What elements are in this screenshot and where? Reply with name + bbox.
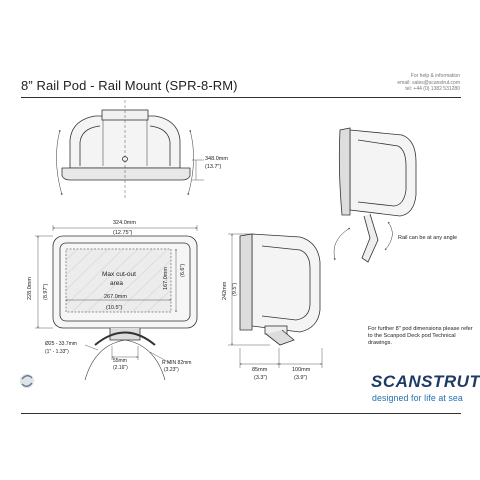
cutout-label-line1: Max cut-out [102,271,136,278]
contact-line-email: email: sales@scanstrut.com [397,79,460,86]
rmin-inch-label: (3.23") [164,367,179,373]
side-depth-b-label: 100mm [292,367,311,373]
rail-diameter-inch-label: (1" - 1.33") [45,349,69,355]
contact-line-help: For help & information [410,73,460,79]
scanstrut-logo: SCANSTRUT [371,372,480,391]
side-height-inch-label: (9.5") [232,283,238,296]
brand-tagline: designed for life at sea [372,393,463,403]
cutout-label-line2: area [110,280,123,287]
side-depth-a-label: 85mm [252,367,268,373]
cutout-width-label: 267.0mm [104,294,127,300]
rmin-label: R MIN 82mm [162,360,191,366]
scanstrut-mark-icon [20,374,34,388]
rail-angle-label: Rail can be at any angle [398,235,457,241]
base-width-label: 55mm [113,358,127,364]
height-label: 228.0mm [27,277,33,300]
rail-diameter-label: Ø25 - 33.7mm [45,341,77,347]
side-depth-b-inch-label: (3.9") [294,375,307,381]
header-divider [21,97,461,98]
front-view [35,225,198,381]
top-view [56,100,204,198]
side-depth-a-inch-label: (3.3") [254,375,267,381]
top-depth-label: 348.0mm [205,156,228,162]
width-inch-label: (12.75") [113,230,133,236]
top-depth-inch-label: (13.7") [205,164,221,170]
side-height-label: 242mm [222,281,228,300]
side-view [228,233,323,368]
cutout-height-label: 167.0mm [163,267,169,290]
cutout-width-inch-label: (10.5") [106,305,122,311]
document-title: 8” Rail Pod - Rail Mount (SPR-8-RM) [21,78,238,93]
height-inch-label: (8.97") [43,284,49,300]
footer-divider [21,413,461,414]
width-label: 324.0mm [113,220,136,226]
contact-line-tel: tel: +44 (0) 1382 531280 [405,86,460,92]
further-dimensions-note: For further 8" pod dimensions please ref… [368,326,473,347]
side-view-angled [333,127,417,263]
contact-info: For help & information email: sales@scan… [397,73,460,93]
cutout-height-inch-label: (6.6") [180,264,186,277]
base-width-inch-label: (2.16") [113,365,128,371]
